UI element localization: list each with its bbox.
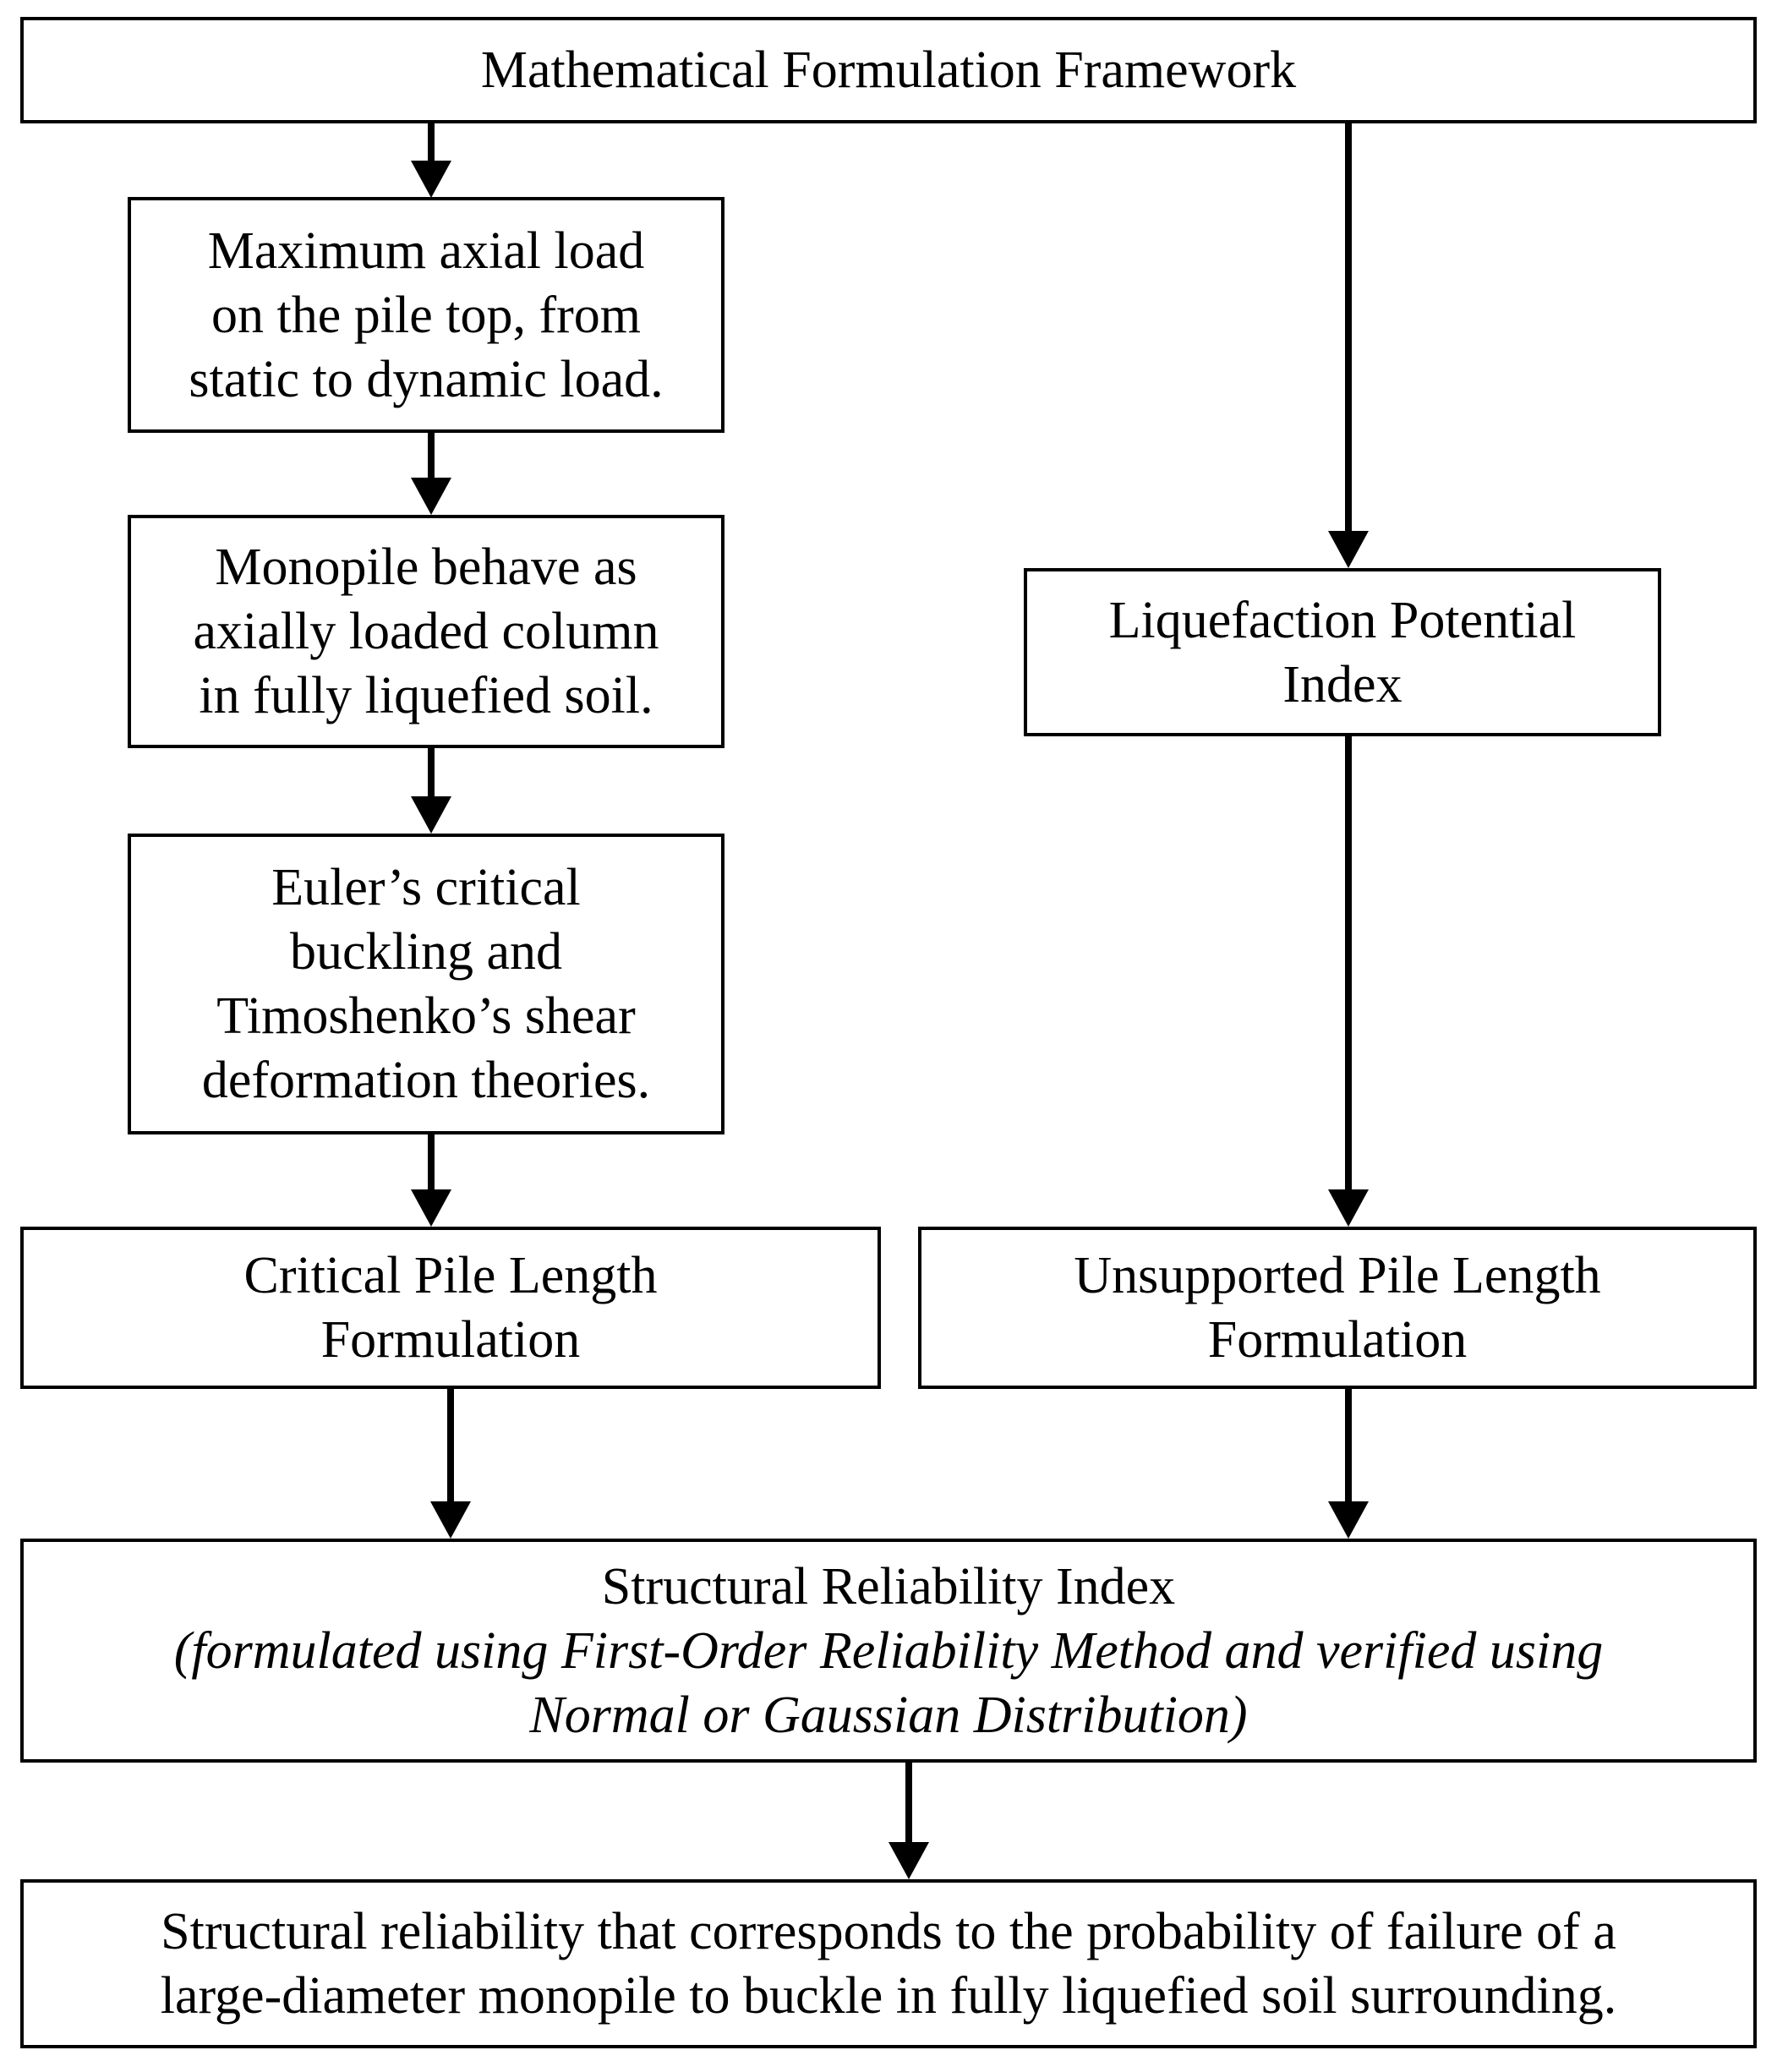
arrow-head: [411, 478, 451, 515]
arrow-shaft: [447, 1389, 454, 1505]
framework-label: Mathematical Formulation Framework: [480, 41, 1297, 99]
arrow-monopile-to-euler: [411, 748, 451, 834]
arrow-shaft: [1345, 123, 1352, 534]
arrow-unsupported-pile-length-to-reliability-index: [1328, 1389, 1369, 1539]
framework-box: Mathematical Formulation Framework: [20, 17, 1757, 123]
arrow-head: [1328, 1189, 1369, 1227]
arrow-critical-pile-length-to-reliability-index: [430, 1389, 471, 1539]
arrow-head: [1328, 1501, 1369, 1539]
arrow-head: [411, 796, 451, 834]
reliability-index-text: Structural Reliability Index (formulated…: [174, 1555, 1603, 1747]
arrow-shaft: [428, 1134, 435, 1193]
reliability-index-subtitle: (formulated using First-Order Reliabilit…: [173, 1621, 1604, 1744]
reliability-index-box: Structural Reliability Index (formulated…: [20, 1539, 1757, 1763]
reliability-index-title: Structural Reliability Index: [601, 1557, 1176, 1616]
arrow-liquefaction-index-to-unsupported-pile-length: [1328, 736, 1369, 1227]
arrow-shaft: [1345, 1389, 1352, 1505]
arrow-head: [411, 161, 451, 198]
arrow-head: [888, 1842, 929, 1879]
arrow-framework-to-max-axial-load: [411, 123, 451, 198]
conclusion-label: Structural reliability that corresponds …: [160, 1903, 1617, 2025]
arrow-euler-to-critical-pile-length: [411, 1134, 451, 1227]
arrow-reliability-index-to-conclusion: [888, 1763, 929, 1879]
arrow-framework-to-liquefaction-index: [1328, 123, 1369, 568]
arrow-head: [430, 1501, 471, 1539]
arrow-max-axial-load-to-monopile: [411, 433, 451, 515]
arrow-shaft: [1345, 736, 1352, 1193]
arrow-head: [1328, 531, 1369, 568]
conclusion-box: Structural reliability that corresponds …: [20, 1879, 1757, 2048]
arrow-shaft: [905, 1763, 912, 1845]
arrow-shaft: [428, 123, 435, 164]
arrow-shaft: [428, 433, 435, 481]
arrow-head: [411, 1189, 451, 1227]
arrow-shaft: [428, 748, 435, 800]
